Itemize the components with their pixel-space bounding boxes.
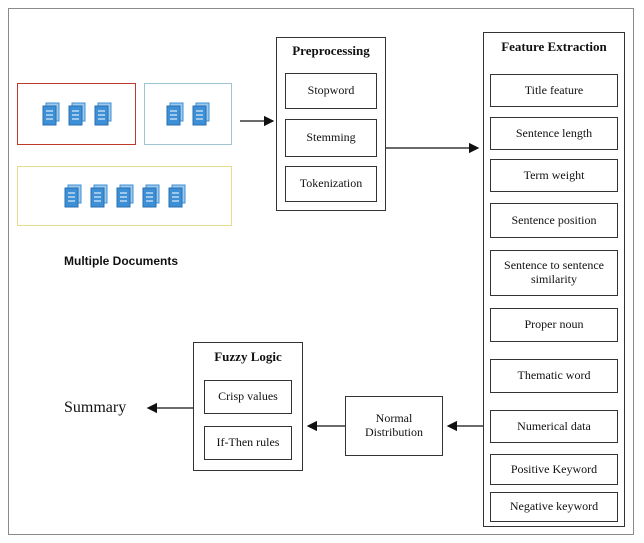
feature-item: Proper noun xyxy=(490,308,618,342)
document-icon xyxy=(116,184,133,208)
fuzzy-logic-item: Crisp values xyxy=(204,380,292,414)
feature-item: Numerical data xyxy=(490,410,618,443)
preprocessing-step: Tokenization xyxy=(285,166,377,202)
feature-item: Term weight xyxy=(490,159,618,192)
preprocessing-box: Preprocessing Stopword Stemming Tokeniza… xyxy=(276,37,386,211)
document-group-2 xyxy=(144,83,232,145)
document-icon xyxy=(90,184,107,208)
document-group-3 xyxy=(17,166,232,226)
diagram-frame xyxy=(8,8,634,535)
document-icon xyxy=(166,102,184,126)
feature-item: Negative keyword xyxy=(490,492,618,522)
preprocessing-step: Stemming xyxy=(285,119,377,157)
document-icon xyxy=(42,102,59,126)
feature-item: Thematic word xyxy=(490,359,618,393)
feature-item: Sentence length xyxy=(490,117,618,150)
feature-extraction-box: Feature Extraction Title feature Sentenc… xyxy=(483,32,625,527)
document-icon xyxy=(142,184,159,208)
feature-item: Sentence to sentence similarity xyxy=(490,250,618,296)
fuzzy-logic-box: Fuzzy Logic Crisp values If-Then rules xyxy=(193,342,303,471)
feature-extraction-title: Feature Extraction xyxy=(501,39,607,54)
document-icon xyxy=(68,102,85,126)
document-icon xyxy=(94,102,111,126)
feature-item: Positive Keyword xyxy=(490,454,618,485)
preprocessing-title: Preprocessing xyxy=(292,43,370,58)
document-icon xyxy=(64,184,81,208)
document-group-1 xyxy=(17,83,136,145)
feature-item: Title feature xyxy=(490,74,618,107)
document-icon xyxy=(168,184,185,208)
normal-distribution-box: Normal Distribution xyxy=(345,396,443,456)
preprocessing-step: Stopword xyxy=(285,73,377,109)
documents-caption: Multiple Documents xyxy=(64,254,179,268)
summary-label: Summary xyxy=(64,399,127,416)
document-icon xyxy=(192,102,210,126)
fuzzy-logic-item: If-Then rules xyxy=(204,426,292,460)
fuzzy-logic-title: Fuzzy Logic xyxy=(214,349,282,364)
feature-item: Sentence position xyxy=(490,203,618,238)
